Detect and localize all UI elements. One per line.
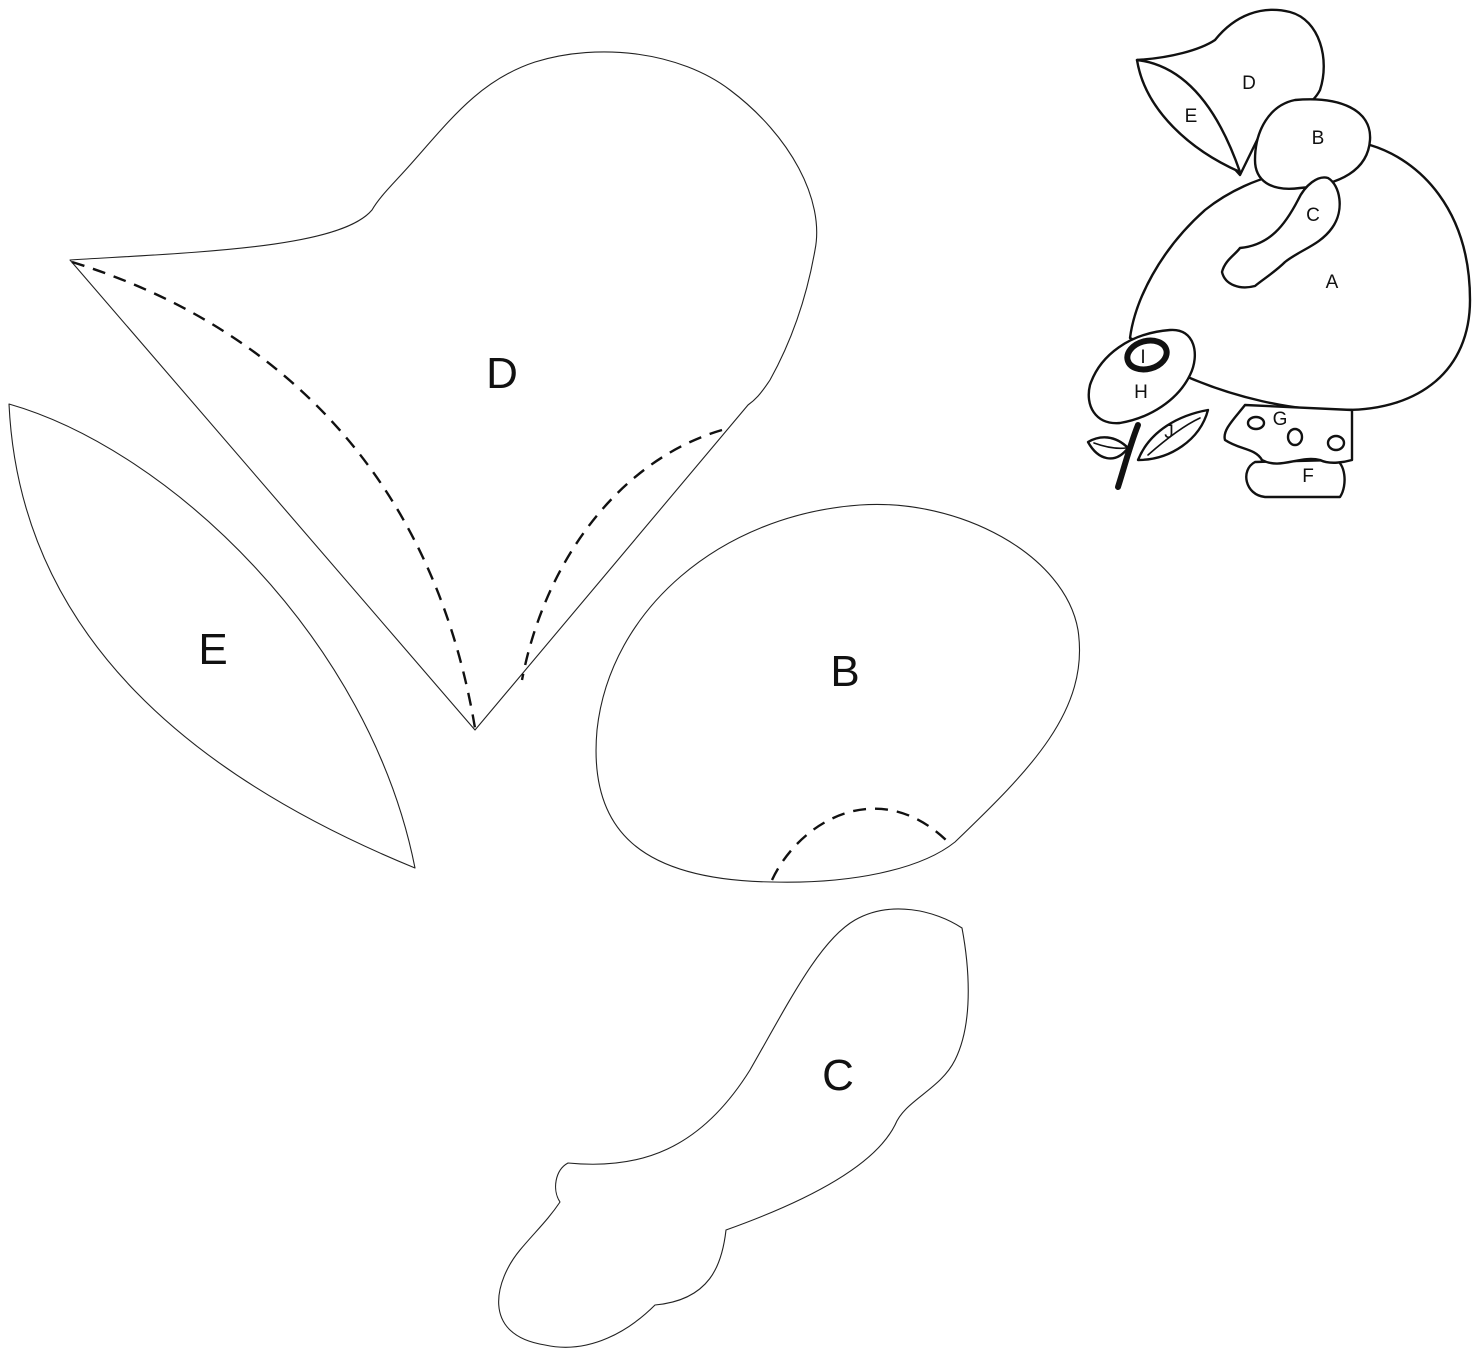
key-label-e: E	[1185, 106, 1198, 127]
piece-b-outline	[595, 503, 1080, 883]
key-dot-3	[1326, 434, 1346, 452]
piece-d-outline	[69, 51, 818, 731]
piece-c-outline	[498, 908, 969, 1348]
key-label-g: G	[1273, 409, 1288, 430]
piece-b-label: B	[830, 647, 859, 696]
key-label-h: H	[1134, 382, 1148, 403]
key-label-f: F	[1302, 466, 1314, 487]
piece-c-label: C	[822, 1051, 854, 1100]
key-shape-i-flower-center	[1124, 337, 1170, 373]
pattern-piece-b: B	[595, 503, 1080, 883]
key-label-d: D	[1242, 73, 1256, 94]
key-label-j: J	[1164, 422, 1174, 443]
key-dot-2	[1286, 427, 1304, 447]
piece-d-label: D	[486, 349, 518, 398]
key-dot-1	[1246, 415, 1266, 431]
key-label-c: C	[1306, 205, 1320, 226]
key-flower-stem	[1115, 422, 1141, 490]
key-leaf-right-vein	[1147, 417, 1201, 456]
key-shape-a-body	[1128, 143, 1472, 412]
key-shape-f-shoe	[1245, 458, 1346, 499]
key-leaf-left-vein	[1093, 442, 1127, 450]
piece-e-outline	[8, 403, 416, 869]
key-label-i: I	[1140, 347, 1145, 368]
assembly-key-diagram: D E B C A I H J G F	[1086, 8, 1472, 499]
key-shape-leaf-left	[1086, 436, 1130, 460]
pattern-piece-c: C	[498, 908, 969, 1348]
piece-b-dashed-line	[770, 807, 949, 881]
key-shape-c-arm	[1220, 176, 1341, 289]
key-label-a: A	[1326, 272, 1339, 293]
piece-d-dashed-line-right	[520, 428, 723, 681]
key-shape-e-brim	[1135, 58, 1242, 174]
key-label-b: B	[1312, 128, 1325, 149]
pattern-piece-d: D	[69, 51, 818, 731]
pattern-piece-e: E	[8, 403, 416, 869]
piece-e-label: E	[198, 625, 227, 674]
